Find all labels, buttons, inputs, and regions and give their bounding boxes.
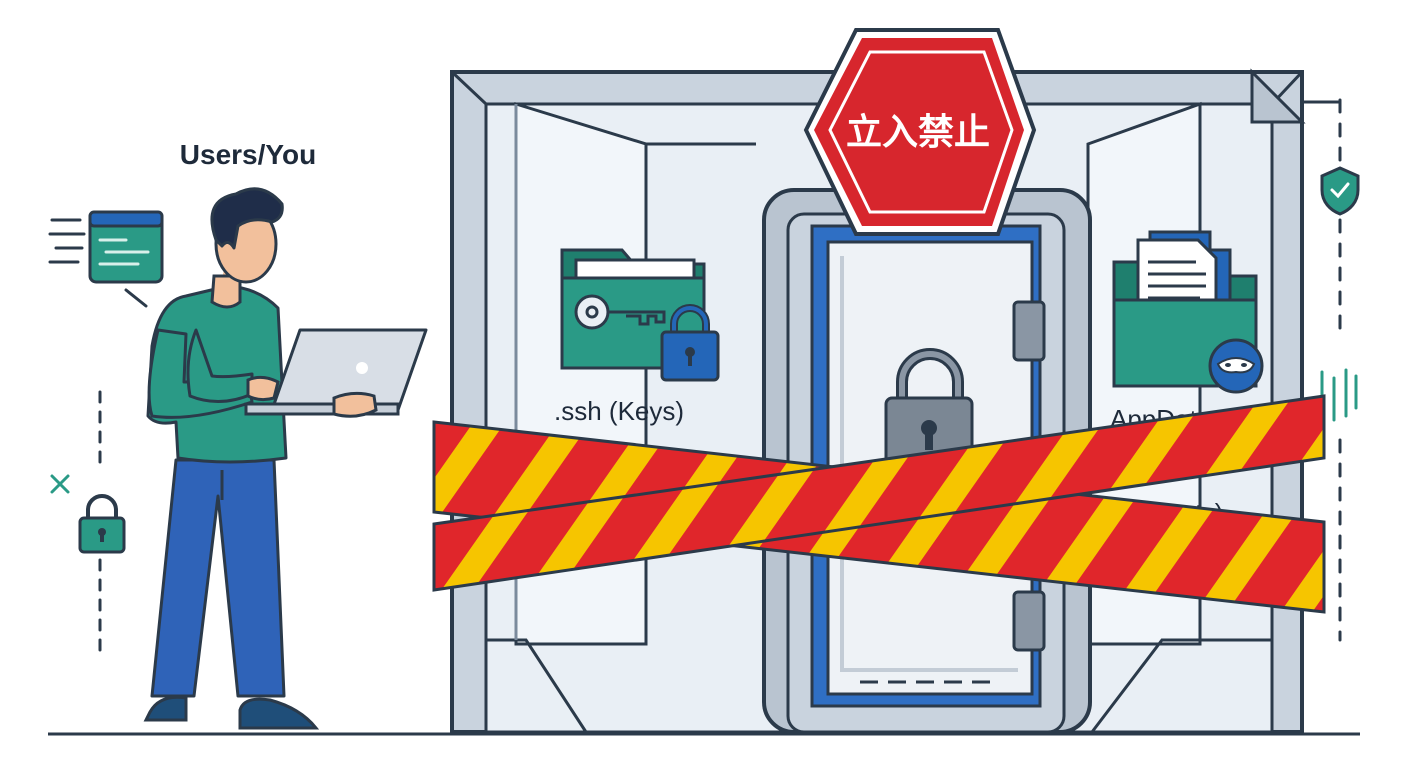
mask-icon xyxy=(1208,338,1264,394)
laptop-icon xyxy=(244,328,428,416)
user-label: Users/You xyxy=(180,139,316,170)
ssh-key-folder-icon xyxy=(560,248,720,382)
shield-check-icon xyxy=(1320,166,1360,216)
sign-text: 立入禁止 xyxy=(846,112,990,153)
appdata-folder-icon xyxy=(1112,230,1264,394)
caution-tape xyxy=(432,394,1326,614)
caution-tape-strip xyxy=(432,394,1326,592)
sparkle-marks xyxy=(50,368,1358,494)
code-window-icon xyxy=(48,210,164,308)
padlock-icon xyxy=(78,494,126,554)
person-figure xyxy=(143,187,428,730)
no-entry-sign: 立入禁止 xyxy=(803,28,1037,236)
key-icon xyxy=(574,294,666,330)
padlock-icon xyxy=(660,304,720,382)
ssh-label: .ssh (Keys) xyxy=(554,396,684,426)
